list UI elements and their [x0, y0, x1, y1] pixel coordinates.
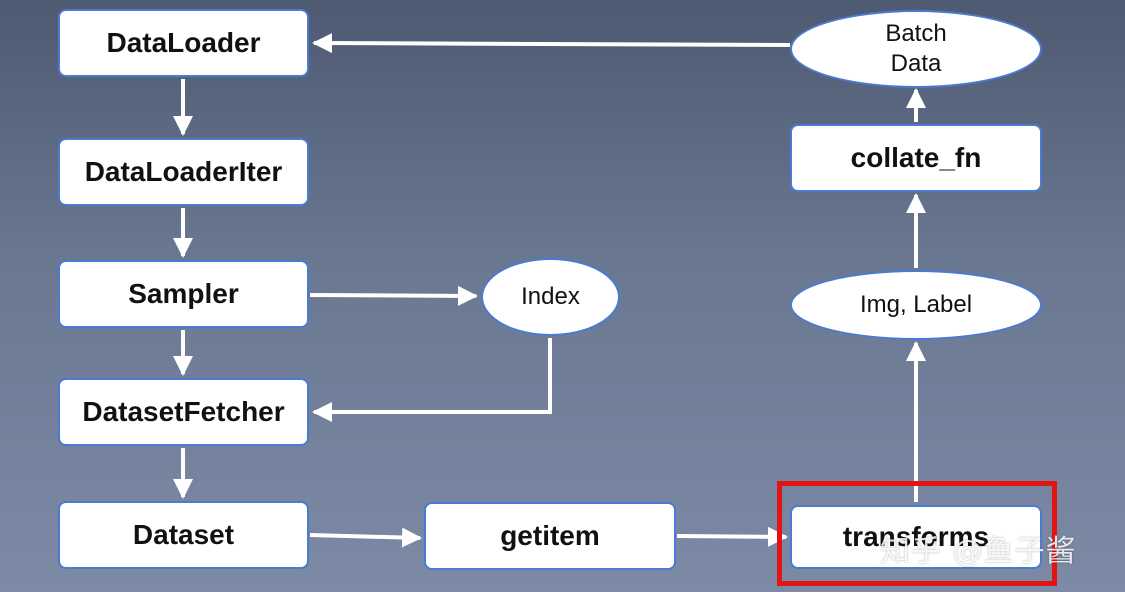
node-img-label: Img, Label — [790, 270, 1042, 340]
arrow-dataset-to-getitem — [309, 527, 422, 548]
arrow-index-to-fetcher — [312, 338, 552, 422]
node-dataset: Dataset — [58, 501, 309, 569]
node-getitem: getitem — [424, 502, 676, 570]
node-batch-data: Batch Data — [790, 10, 1042, 88]
highlight-box-transforms — [777, 481, 1057, 586]
arrow-batch-to-dataloader — [312, 33, 791, 54]
node-collate-fn: collate_fn — [790, 124, 1042, 192]
node-dataloaderiter: DataLoaderIter — [58, 138, 309, 206]
node-datasetfetcher: DatasetFetcher — [58, 378, 309, 446]
node-index: Index — [481, 258, 620, 336]
arrow-sampler-to-index — [309, 285, 478, 306]
batch-data-line2: Data — [890, 50, 942, 77]
node-dataloader: DataLoader — [58, 9, 309, 77]
node-transforms: transforms — [790, 505, 1042, 569]
batch-data-line1: Batch — [885, 20, 947, 47]
watermark-text: 知乎 @鱼子酱 — [880, 534, 1077, 569]
node-sampler: Sampler — [58, 260, 309, 328]
arrow-getitem-to-transforms — [676, 526, 788, 547]
